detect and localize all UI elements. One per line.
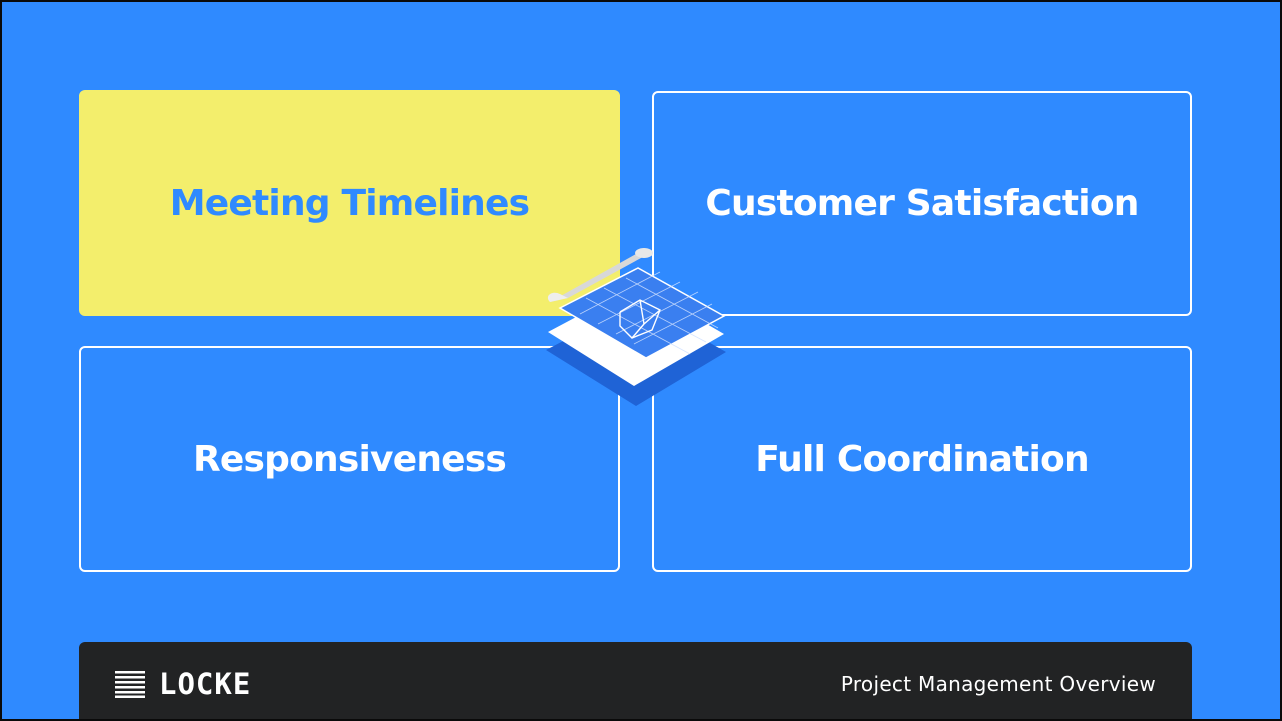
card-label: Responsiveness [192,438,507,480]
card-responsiveness: Responsiveness [79,346,620,572]
logo-text: LOCKE [159,667,252,701]
card-label: Full Coordination [755,438,1089,480]
footer-bar: LOCKE Project Management Overview [79,642,1192,719]
brand-logo: LOCKE [115,667,252,701]
card-label: Meeting Timelines [169,182,530,224]
card-full-coordination: Full Coordination [652,346,1192,572]
card-label: Customer Satisfaction [705,183,1139,224]
blueprint-icon [546,248,726,406]
horizontal-lines-icon [115,671,145,698]
presentation-title: Project Management Overview [840,672,1156,696]
card-customer-satisfaction: Customer Satisfaction [652,91,1192,316]
card-meeting-timelines: Meeting Timelines [79,90,620,316]
